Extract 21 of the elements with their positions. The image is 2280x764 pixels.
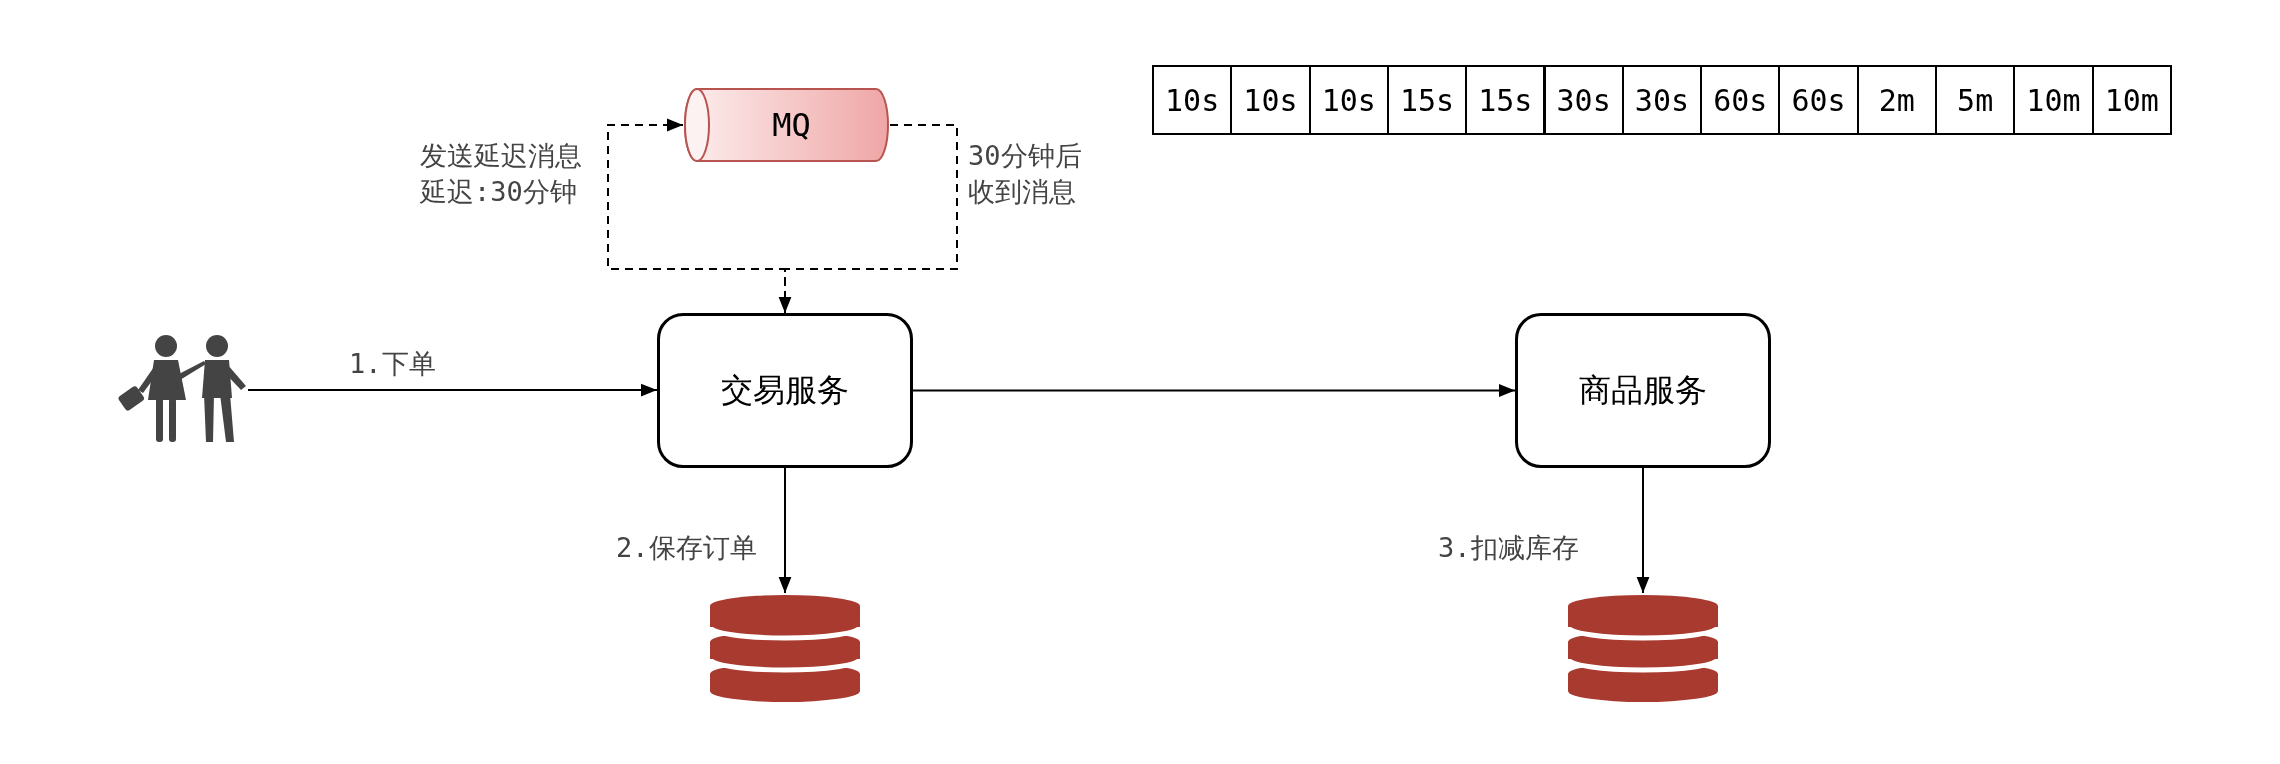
table-cell: 60s (1700, 65, 1781, 135)
table-cell: 15s (1465, 65, 1546, 135)
table-cell: 2m (1856, 65, 1937, 135)
table-cell: 30s (1621, 65, 1703, 135)
queue-cylinder: MQ (683, 87, 890, 163)
table-cell: 10s (1152, 65, 1233, 135)
arrow (912, 384, 1516, 397)
table-cell: 15s (1386, 65, 1468, 135)
table-cell: 10m (2013, 65, 2094, 135)
arrow (247, 383, 658, 397)
arrow (778, 124, 958, 314)
table-cell: 60s (1778, 65, 1859, 135)
arrow (778, 467, 792, 594)
table-cell: 10s (1230, 65, 1311, 135)
service-box: 商品服务 (1515, 313, 1771, 468)
service-box: 交易服务 (657, 313, 913, 468)
table-cell: 10s (1308, 65, 1389, 135)
table-cell: 30s (1543, 65, 1624, 135)
table-cell: 10m (2091, 65, 2172, 135)
table-cell: 5m (1935, 65, 2016, 135)
arrow (1636, 467, 1650, 594)
